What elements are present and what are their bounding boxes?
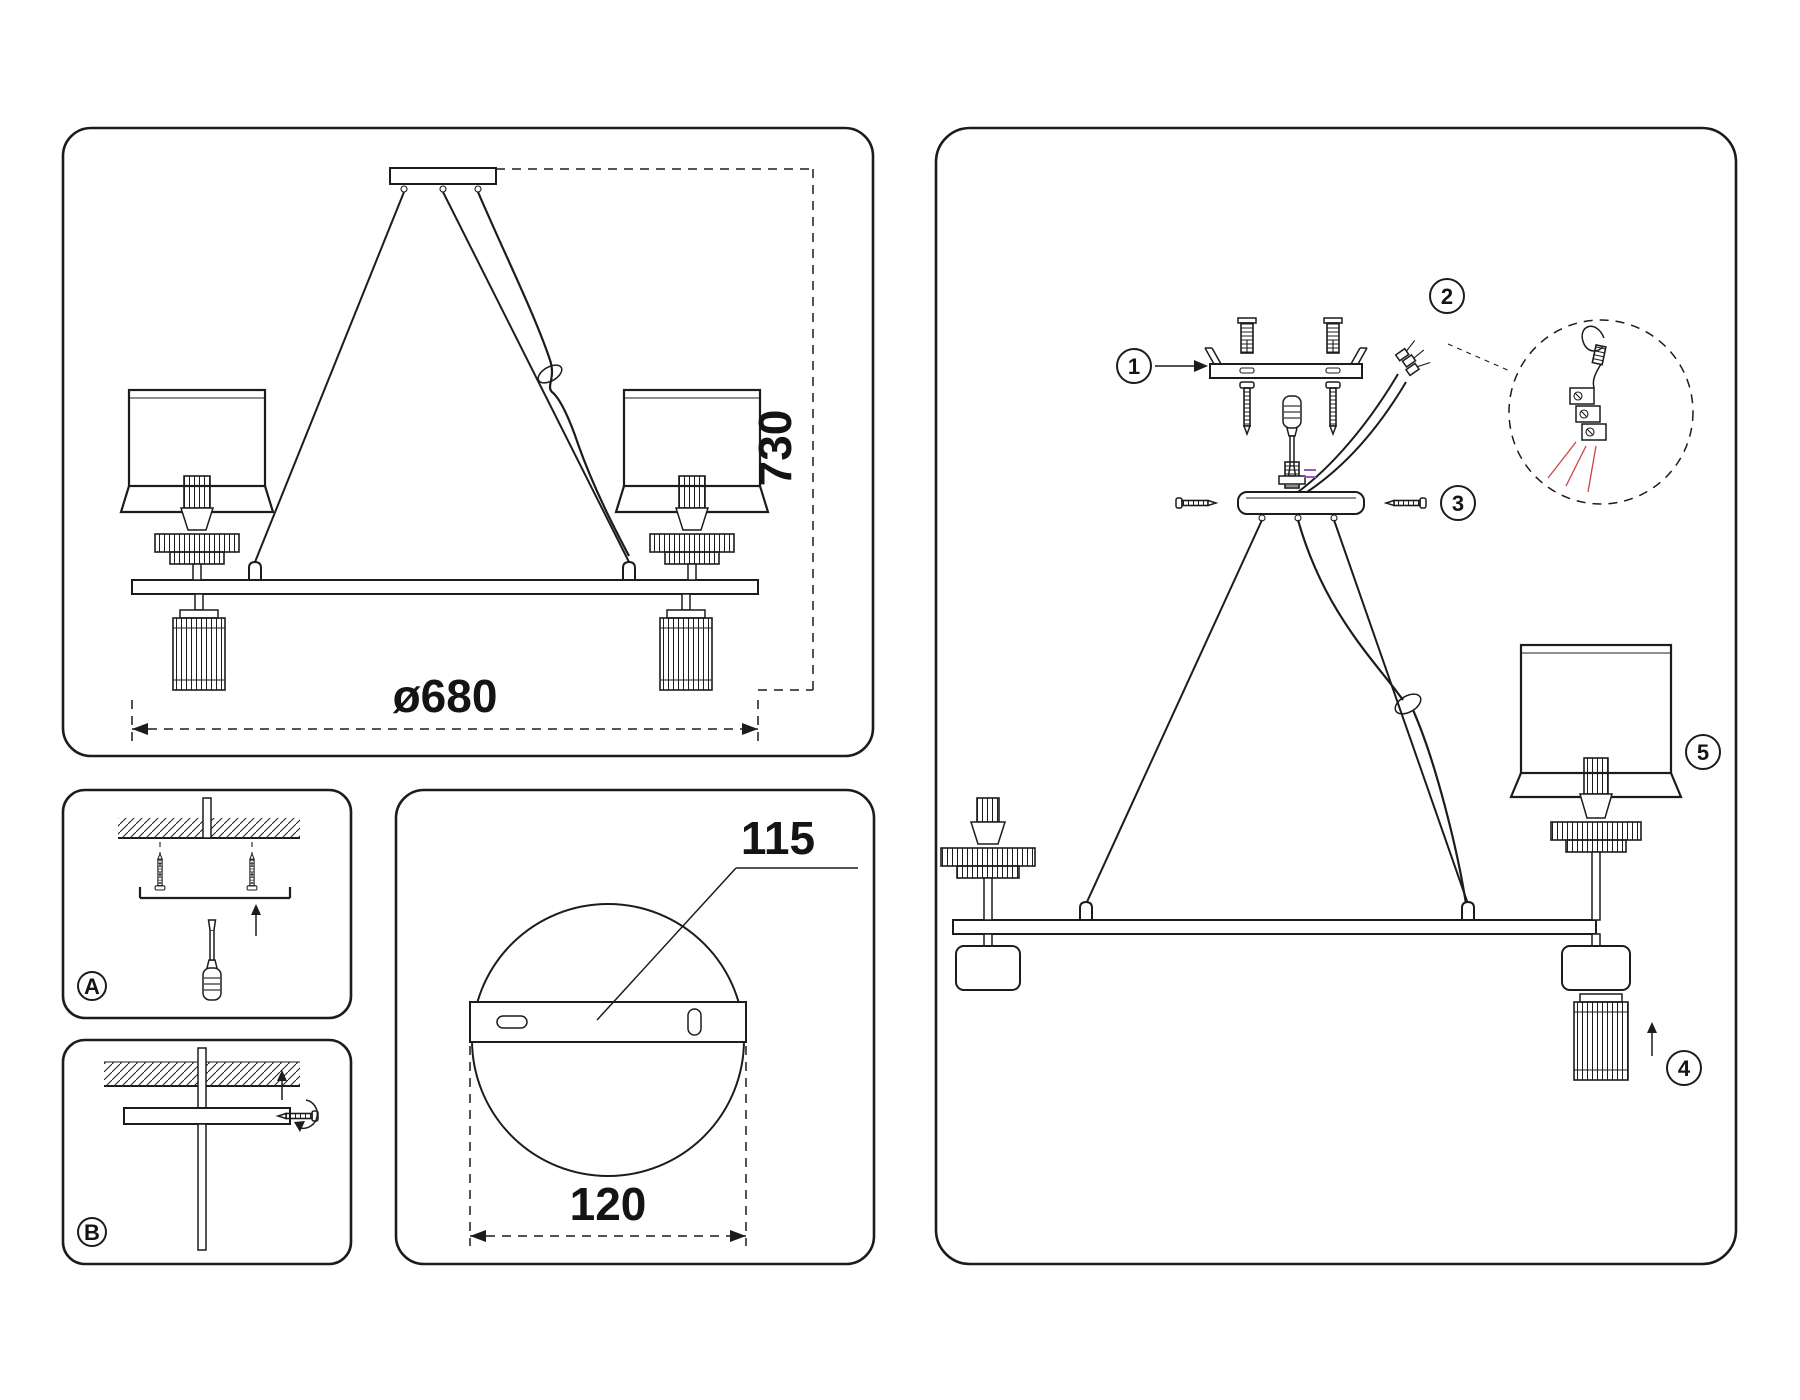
mounting-bracket-a (138, 887, 292, 900)
suspension-post-right (622, 561, 636, 581)
cable-knot (537, 364, 563, 384)
hole-spacing-dimension: 115 (596, 812, 858, 1021)
frame-bar (131, 561, 759, 595)
assembly-frame-bar (952, 919, 1597, 935)
canopy-slot (496, 1015, 528, 1029)
zoom-wire-red-1 (1547, 441, 1577, 479)
diameter-dimension: ø680 (131, 670, 759, 742)
lamp-shade-step5 (1509, 643, 1683, 921)
up-arrow-a (251, 904, 261, 936)
step-b-badge-label: B (84, 1220, 100, 1245)
hanger-rod (197, 1123, 207, 1251)
panel-assembly: 1 (934, 126, 1738, 1266)
panel-canopy: 115 120 (394, 788, 876, 1266)
canopy-disk (1237, 491, 1365, 522)
suspension-post-left (248, 561, 262, 581)
step-3-badge-label: 3 (1452, 491, 1464, 516)
ceiling-plate (389, 167, 497, 193)
step-a-badge: A (77, 971, 107, 1001)
panel-step-b: B (61, 1038, 353, 1266)
height-dimension: 730 (496, 168, 814, 691)
plate-width-dimension: 120 (469, 1046, 747, 1246)
panel-overview: 730 ø680 (61, 126, 875, 758)
step-1-badge-label: 1 (1128, 354, 1140, 379)
hole-spacing-label: 115 (741, 812, 815, 864)
terminal-zoom-detail (1508, 319, 1694, 505)
step-a-badge-label: A (84, 974, 100, 999)
zoom-wire-red-2 (1565, 445, 1587, 487)
step-4-badge: 4 (1666, 1050, 1702, 1086)
wire-terminal-ends (1394, 340, 1431, 377)
panel-step-a-border (61, 788, 353, 1020)
step-1-badge: 1 (1116, 348, 1152, 384)
terminal-block (1569, 387, 1607, 441)
power-wires (1297, 373, 1407, 495)
plate-width-label: 120 (570, 1178, 647, 1230)
up-arrow-b (277, 1070, 287, 1100)
lamp-base-right (1561, 933, 1631, 991)
step-2-badge: 2 (1429, 278, 1465, 314)
lamp-holder-left (940, 797, 1036, 991)
assembly-post-left (1079, 901, 1093, 921)
rotate-arrow-b (294, 1099, 318, 1132)
step-5-badge-label: 5 (1697, 740, 1709, 765)
ceiling-stud (197, 1047, 207, 1111)
step-3-badge: 3 (1440, 485, 1476, 521)
zoom-wire-red-3 (1587, 445, 1597, 493)
panel-step-b-border (61, 1038, 353, 1266)
zoom-circle (1508, 319, 1694, 505)
panel-overview-border (61, 126, 875, 758)
step-b-badge: B (77, 1217, 107, 1247)
cable-knot-assembly (1394, 693, 1422, 715)
glass-cylinder-step4 (1573, 993, 1629, 1081)
step-5-badge: 5 (1685, 734, 1721, 770)
wall-anchor-right (1323, 317, 1343, 354)
up-arrow-step4 (1647, 1022, 1657, 1056)
ceiling-pipe (202, 797, 212, 839)
canopy-plate-b (123, 1107, 291, 1125)
panel-step-a: A (61, 788, 353, 1020)
diameter-dimension-label: ø680 (393, 670, 498, 722)
canopy-hole (687, 1008, 702, 1036)
suspension-wires (254, 191, 630, 563)
step-4-badge-label: 4 (1678, 1056, 1691, 1081)
threaded-nipple (1278, 461, 1316, 489)
mounting-bracket (1204, 347, 1368, 379)
step-1-arrow (1155, 360, 1208, 372)
step-2-badge-label: 2 (1441, 284, 1453, 309)
wall-anchor-left (1237, 317, 1257, 354)
assembly-suspension-wires (1085, 519, 1469, 905)
height-dimension-label: 730 (749, 410, 801, 487)
panel-assembly-border (934, 126, 1738, 1266)
assembly-post-right (1461, 901, 1475, 921)
